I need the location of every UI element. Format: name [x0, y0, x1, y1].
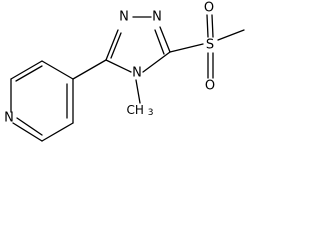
bond-n4-methyl — [135, 79, 141, 104]
bond-py-c6-c5 — [41, 122, 74, 142]
bond-tz-n1-c5 — [159, 26, 171, 53]
molecule-structure: N N N S O O N CH 3 — [4, 1, 245, 142]
methyl-label: CH 3 — [127, 103, 154, 118]
atom-n1-label: N — [152, 10, 162, 25]
bond-tz-c3-n2-double — [110, 32, 122, 59]
bond-s-o-top — [206, 14, 209, 38]
bond-s-methyl — [217, 29, 245, 41]
bond-tz-c5-n4 — [142, 51, 171, 73]
bond-py-n-c6 — [12, 122, 43, 142]
bond-py-c3-c2 — [10, 60, 43, 80]
pyridine-ring — [10, 60, 74, 142]
atom-o-top-label: O — [204, 1, 214, 16]
bond-s-o-top-double — [211, 14, 214, 38]
triazole-ring — [105, 16, 171, 73]
bond-py-n-c6-double — [16, 117, 43, 136]
bond-c5-s — [169, 43, 204, 53]
atom-n4-label: N — [132, 66, 142, 81]
atom-pyridine-n-label: N — [4, 111, 14, 126]
sulfonyl-group — [169, 14, 245, 79]
atom-o-bottom-label: O — [205, 79, 215, 94]
bond-tz-n1-c5-double — [154, 29, 165, 55]
bond-py-c4-c3 — [41, 60, 74, 80]
bond-py-c3-c2-double — [15, 65, 43, 82]
atom-n2-label: N — [119, 10, 129, 25]
bond-tz-n4-c3 — [105, 59, 132, 73]
methyl-label-subscript: 3 — [148, 108, 154, 118]
atom-s-label: S — [206, 38, 214, 53]
bond-py-to-triazole — [72, 59, 107, 80]
bond-tz-c3-n2 — [105, 29, 119, 61]
methyl-label-text: CH — [127, 103, 144, 117]
